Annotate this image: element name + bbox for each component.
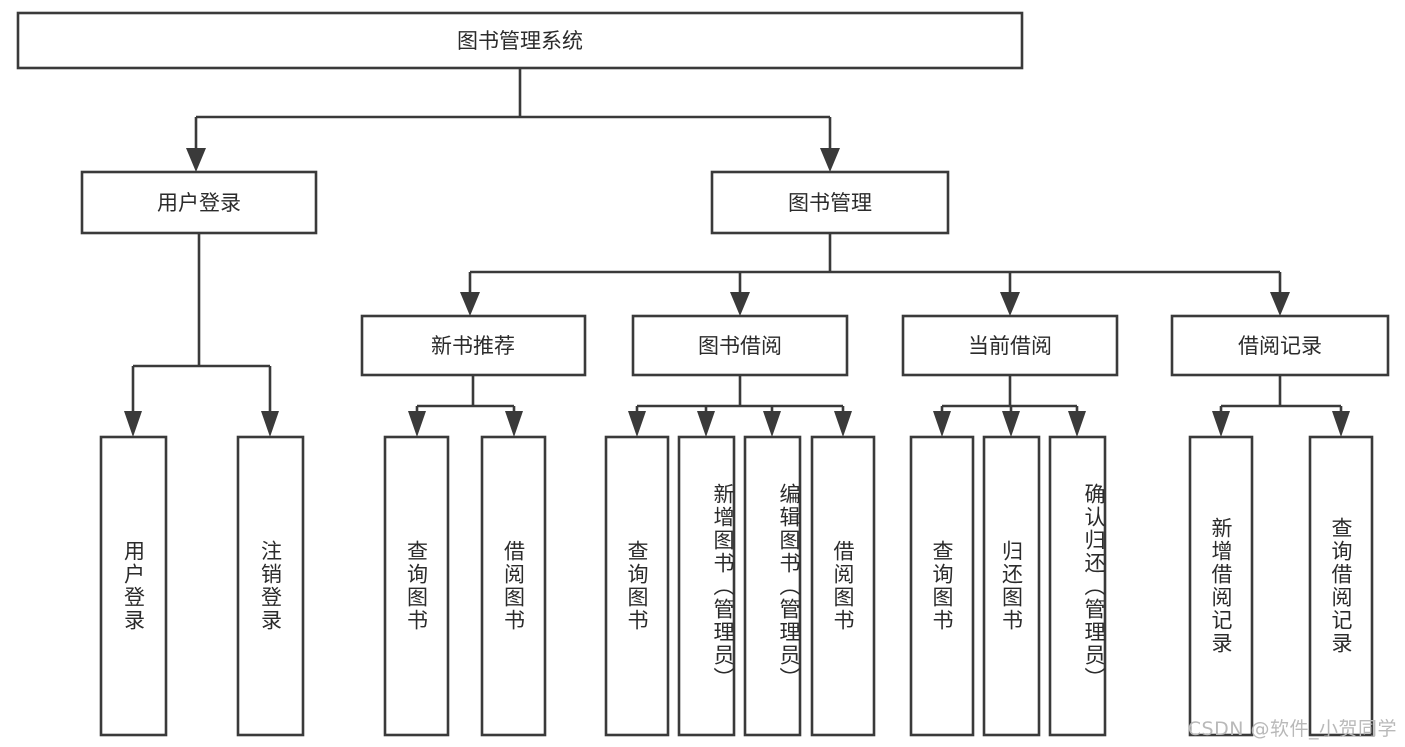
current-borrow-label: 当前借阅 <box>968 334 1052 358</box>
arrow-head-leaf-query-book-2 <box>628 411 646 437</box>
arrow-head-level2-right <box>820 148 840 172</box>
arrow-head-leaf-query-book-3 <box>933 411 951 437</box>
arrow-head-book-borrow <box>730 292 750 316</box>
leaf-box-edit-book[interactable] <box>743 435 802 737</box>
node-book-manage[interactable]: 图书管理 <box>710 170 950 235</box>
root-label: 图书管理系统 <box>457 29 583 53</box>
arrow-head-leaf-query-book-1 <box>408 411 426 437</box>
arrow-head-leaf-edit-book <box>763 411 781 437</box>
book-manage-label: 图书管理 <box>788 191 872 215</box>
arrow-head-current-borrow <box>1000 292 1020 316</box>
leaf-box-user-login[interactable] <box>99 435 168 737</box>
arrow-head-leaf-add-record <box>1212 411 1230 437</box>
leaf-box-query-book-2[interactable] <box>604 435 670 737</box>
arrow-head-leaf-user-logout <box>261 411 279 437</box>
book-manage-box[interactable] <box>710 170 950 235</box>
leaf-box-borrow-book-1[interactable] <box>480 435 547 737</box>
new-book-recommend-box[interactable] <box>360 314 587 377</box>
arrow-head-leaf-return-book <box>1002 411 1020 437</box>
arrow-head-leaf-borrow-book-1 <box>505 411 523 437</box>
leaf-box-borrow-book-2[interactable] <box>810 435 876 737</box>
arrow-head-leaf-borrow-book-2 <box>834 411 852 437</box>
leaf-box-query-record[interactable] <box>1308 435 1374 737</box>
root-box[interactable] <box>16 11 1024 70</box>
arrow-head-leaf-add-book <box>697 411 715 437</box>
node-current-borrow[interactable]: 当前借阅 <box>901 314 1119 377</box>
borrow-record-box[interactable] <box>1170 314 1390 377</box>
node-borrow-record[interactable]: 借阅记录 <box>1170 314 1390 377</box>
book-borrow-box[interactable] <box>631 314 849 377</box>
node-book-borrow[interactable]: 图书借阅 <box>631 314 849 377</box>
user-login-label: 用户登录 <box>157 191 241 215</box>
leaf-box-user-logout[interactable] <box>236 435 305 737</box>
node-new-book-recommend[interactable]: 新书推荐 <box>360 314 587 377</box>
arrow-head-level2-left <box>186 148 206 172</box>
node-root[interactable]: 图书管理系统 <box>16 11 1024 70</box>
node-user-login[interactable]: 用户登录 <box>80 170 318 235</box>
book-borrow-label: 图书借阅 <box>698 334 782 358</box>
leaf-box-query-book-3[interactable] <box>909 435 975 737</box>
borrow-record-label: 借阅记录 <box>1238 334 1322 358</box>
arrow-head-borrow-record <box>1270 292 1290 316</box>
leaf-box-query-book-1[interactable] <box>383 435 450 737</box>
arrow-head-leaf-query-record <box>1332 411 1350 437</box>
arrow-head-leaf-confirm-return <box>1068 411 1086 437</box>
new-book-recommend-label: 新书推荐 <box>431 334 515 358</box>
leaf-box-add-book[interactable] <box>677 435 736 737</box>
leaf-box-return-book[interactable] <box>982 435 1041 737</box>
leaf-box-confirm-return[interactable] <box>1048 435 1107 737</box>
arrow-head-leaf-user-login <box>124 411 142 437</box>
current-borrow-box[interactable] <box>901 314 1119 377</box>
leaf-box-add-record[interactable] <box>1188 435 1254 737</box>
arrow-head-new-book-recommend <box>460 292 480 316</box>
